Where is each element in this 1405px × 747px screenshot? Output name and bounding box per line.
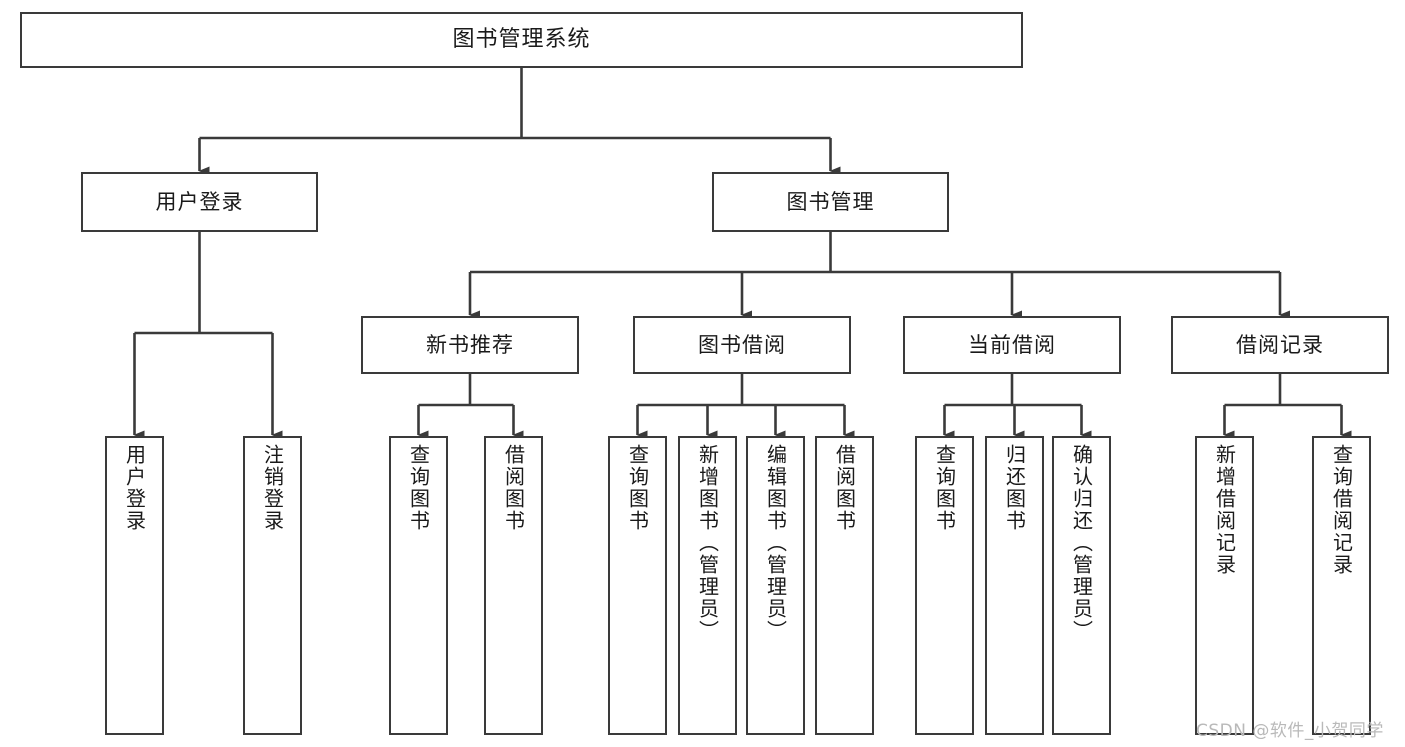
node-leaf-user-login[interactable]: 用户登录 — [105, 436, 164, 735]
node-leaf-return-book[interactable]: 归还图书 — [985, 436, 1044, 735]
node-label-user-login: 用户登录 — [155, 189, 244, 214]
node-label-leaf-return-book: 归还图书 — [1002, 444, 1027, 532]
node-current-borrow[interactable]: 当前借阅 — [903, 316, 1121, 374]
node-label-leaf-user-logout: 注销登录 — [260, 444, 285, 532]
node-label-book-borrow: 图书借阅 — [698, 332, 786, 357]
node-label-borrow-record: 借阅记录 — [1236, 332, 1324, 357]
node-label-leaf-query-book-1: 查询图书 — [406, 444, 431, 532]
node-leaf-query-book-2[interactable]: 查询图书 — [608, 436, 667, 735]
node-label-leaf-edit-book: 编辑图书（管理员） — [763, 444, 788, 642]
node-label-leaf-borrow-book-2: 借阅图书 — [832, 444, 857, 532]
node-label-leaf-query-book-2: 查询图书 — [625, 444, 650, 532]
node-book-borrow[interactable]: 图书借阅 — [633, 316, 851, 374]
node-leaf-add-record[interactable]: 新增借阅记录 — [1195, 436, 1254, 735]
node-label-book-manage: 图书管理 — [786, 189, 875, 214]
node-label-leaf-confirm-return: 确认归还（管理员） — [1069, 444, 1094, 642]
node-label-leaf-user-login: 用户登录 — [122, 444, 147, 532]
node-label-leaf-query-book-3: 查询图书 — [932, 444, 957, 532]
node-book-manage[interactable]: 图书管理 — [712, 172, 949, 232]
node-label-leaf-query-record: 查询借阅记录 — [1329, 444, 1354, 576]
node-leaf-query-book-3[interactable]: 查询图书 — [915, 436, 974, 735]
node-leaf-edit-book[interactable]: 编辑图书（管理员） — [746, 436, 805, 735]
node-label-root: 图书管理系统 — [452, 27, 591, 53]
node-leaf-borrow-book-2[interactable]: 借阅图书 — [815, 436, 874, 735]
node-leaf-confirm-return[interactable]: 确认归还（管理员） — [1052, 436, 1111, 735]
node-leaf-user-logout[interactable]: 注销登录 — [243, 436, 302, 735]
node-label-leaf-add-book: 新增图书（管理员） — [695, 444, 720, 642]
node-leaf-query-record[interactable]: 查询借阅记录 — [1312, 436, 1371, 735]
node-leaf-add-book[interactable]: 新增图书（管理员） — [678, 436, 737, 735]
node-borrow-record[interactable]: 借阅记录 — [1171, 316, 1389, 374]
node-root[interactable]: 图书管理系统 — [20, 12, 1023, 68]
node-label-leaf-borrow-book-1: 借阅图书 — [501, 444, 526, 532]
node-leaf-query-book-1[interactable]: 查询图书 — [389, 436, 448, 735]
connector-group — [133, 68, 1352, 440]
watermark-text: CSDN @软件_小贺同学 — [1196, 721, 1384, 741]
node-new-book-rec[interactable]: 新书推荐 — [361, 316, 579, 374]
node-label-new-book-rec: 新书推荐 — [426, 332, 514, 357]
node-label-leaf-add-record: 新增借阅记录 — [1212, 444, 1237, 576]
node-user-login[interactable]: 用户登录 — [81, 172, 318, 232]
node-label-current-borrow: 当前借阅 — [968, 332, 1056, 357]
node-leaf-borrow-book-1[interactable]: 借阅图书 — [484, 436, 543, 735]
